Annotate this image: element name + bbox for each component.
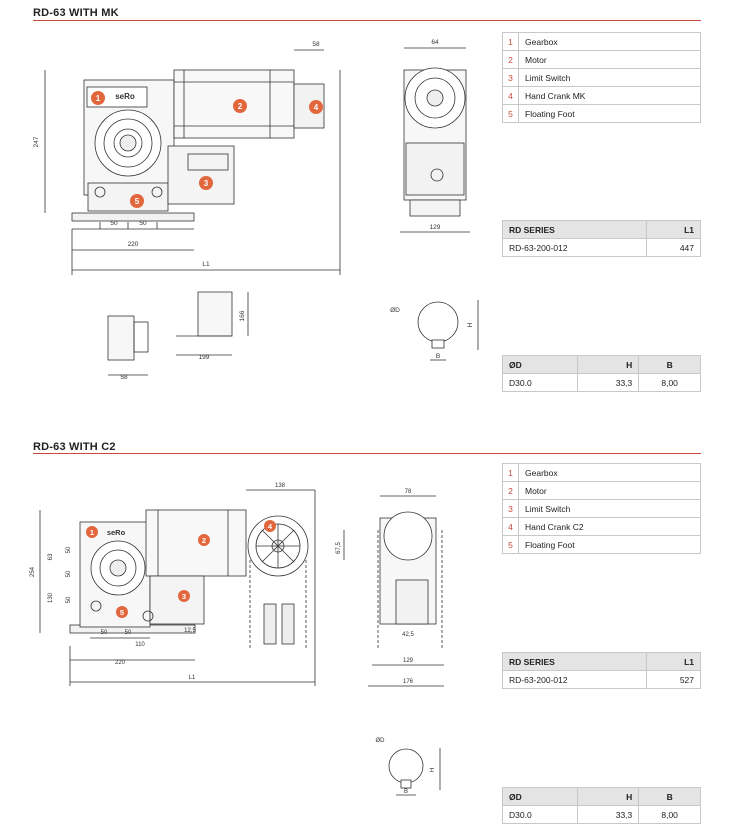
- svg-text:58: 58: [120, 374, 128, 381]
- svg-text:50: 50: [66, 570, 72, 577]
- section-rule-c2: [33, 453, 701, 454]
- svg-text:H: H: [467, 322, 474, 327]
- svg-text:3: 3: [204, 179, 209, 188]
- svg-text:seRo: seRo: [107, 528, 126, 537]
- svg-text:166: 166: [239, 310, 246, 321]
- svg-text:58: 58: [312, 41, 320, 48]
- svg-text:5: 5: [135, 197, 140, 206]
- svg-text:50: 50: [110, 220, 118, 227]
- svg-text:12,5: 12,5: [184, 628, 196, 634]
- svg-text:1: 1: [90, 528, 94, 537]
- section-title-c2: RD-63 WITH C2: [33, 441, 116, 453]
- svg-text:110: 110: [135, 642, 145, 648]
- svg-text:254: 254: [30, 566, 36, 577]
- svg-text:50: 50: [139, 220, 147, 227]
- svg-text:220: 220: [115, 660, 126, 666]
- svg-text:129: 129: [430, 224, 441, 231]
- svg-text:220: 220: [128, 241, 139, 248]
- svg-text:78: 78: [405, 489, 412, 495]
- svg-text:50: 50: [66, 546, 72, 553]
- svg-text:64: 64: [431, 39, 439, 46]
- svg-text:ØD: ØD: [390, 307, 400, 314]
- svg-text:67,5: 67,5: [336, 542, 342, 554]
- svg-text:50: 50: [66, 596, 72, 603]
- svg-text:129: 129: [403, 658, 414, 664]
- drawing-mk: 1 2 3 4 5 seRo 58 247 50 50 220 L1 64 12…: [33, 39, 479, 381]
- drawing-c2: 1 2 3 4 5 seRo 138 254 63 50 50 130 50 5…: [30, 483, 444, 796]
- svg-text:130: 130: [48, 592, 54, 603]
- svg-text:seRo: seRo: [115, 92, 135, 101]
- svg-text:1: 1: [96, 94, 101, 103]
- section-rule-mk: [33, 20, 701, 21]
- svg-text:247: 247: [33, 136, 40, 147]
- svg-text:50: 50: [101, 630, 108, 636]
- svg-text:2: 2: [202, 536, 206, 545]
- svg-text:L1: L1: [189, 675, 196, 681]
- svg-text:63: 63: [48, 553, 54, 560]
- svg-text:4: 4: [314, 103, 319, 112]
- svg-text:199: 199: [199, 354, 210, 361]
- svg-text:176: 176: [403, 679, 414, 685]
- svg-text:5: 5: [120, 608, 124, 617]
- svg-text:ØD: ØD: [376, 738, 386, 744]
- svg-text:B: B: [436, 353, 440, 360]
- svg-text:42,5: 42,5: [402, 632, 414, 638]
- svg-text:2: 2: [238, 102, 243, 111]
- svg-text:50: 50: [125, 630, 132, 636]
- svg-text:B: B: [404, 789, 408, 795]
- svg-text:138: 138: [275, 483, 286, 489]
- section-title-mk: RD-63 WITH MK: [33, 7, 119, 19]
- svg-text:H: H: [430, 768, 436, 772]
- svg-text:3: 3: [182, 592, 186, 601]
- svg-text:4: 4: [268, 522, 273, 531]
- svg-text:L1: L1: [202, 261, 210, 268]
